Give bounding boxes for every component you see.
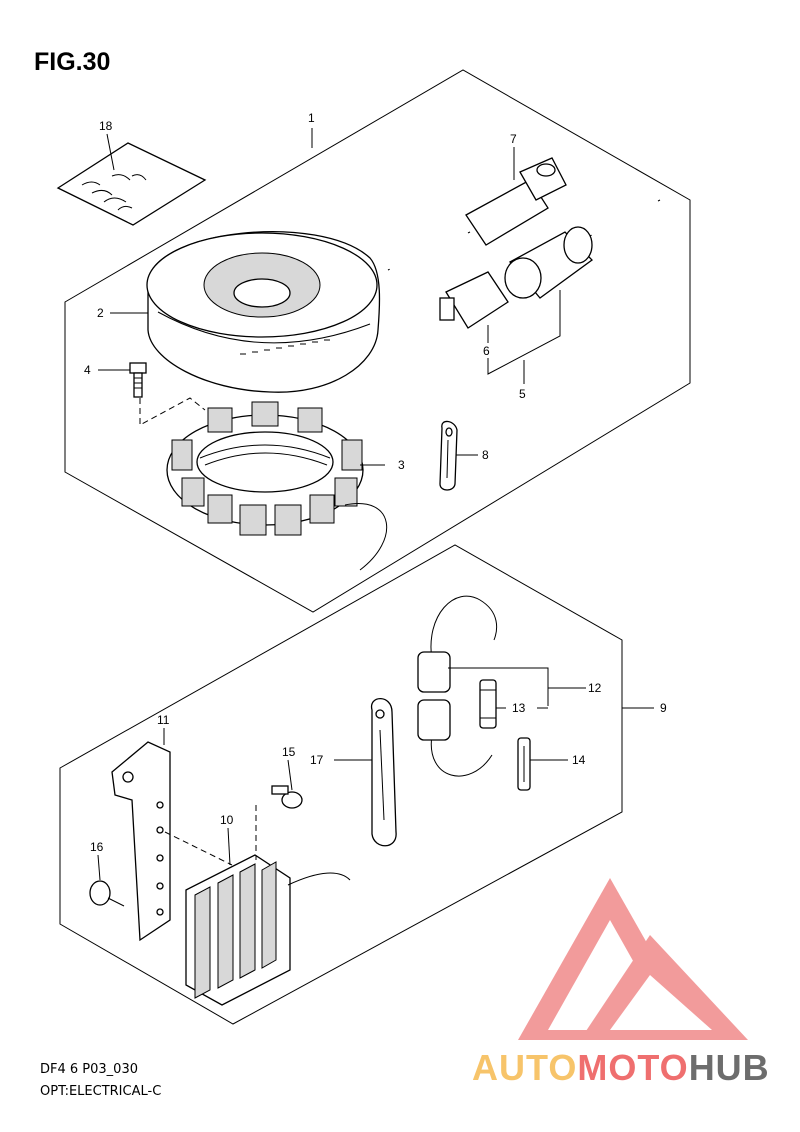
part-15-screw	[271, 785, 303, 809]
label-part-1: 1	[308, 111, 315, 125]
part-10-regulator	[185, 805, 351, 1006]
part-14-fuse-spare	[517, 737, 531, 791]
label-part-15: 15	[282, 745, 296, 759]
part-3-stator	[166, 401, 388, 571]
label-part-3: 3	[398, 458, 405, 472]
label-part-18: 18	[99, 119, 113, 133]
label-part-16: 16	[90, 840, 104, 854]
part-8-clamp	[439, 420, 458, 491]
label-part-8: 8	[482, 448, 489, 462]
label-part-2: 2	[97, 306, 104, 320]
label-part-9: 9	[660, 701, 667, 715]
assembly-frame-upper	[64, 69, 691, 613]
label-part-12: 12	[588, 681, 602, 695]
figure-category: OPT:ELECTRICAL-C	[40, 1084, 162, 1099]
bracket-to-regulator-guide	[164, 831, 233, 866]
part-12-fuse-holder	[417, 595, 498, 777]
brand-text-moto: MOTO	[577, 1047, 689, 1088]
part-13-fuse	[479, 679, 497, 729]
part-4-bolt	[129, 362, 147, 398]
label-part-10: 10	[220, 813, 234, 827]
bolt-to-stator-guide	[139, 397, 206, 426]
part-7-connector	[387, 157, 567, 274]
label-part-13: 13	[512, 701, 526, 715]
label-part-14: 14	[572, 753, 586, 767]
figure-title: FIG.30	[34, 48, 111, 76]
label-part-11: 11	[157, 713, 170, 727]
label-part-17: 17	[310, 753, 324, 767]
part-6-connector-cap	[439, 271, 509, 329]
label-part-5: 5	[519, 387, 526, 401]
part-18-label-sheet	[56, 142, 207, 226]
part-2-flywheel	[146, 231, 381, 393]
part-11-bracket	[111, 741, 171, 942]
brand-text-hub: HUB	[688, 1047, 770, 1088]
part-5-connector-assembly	[504, 197, 661, 299]
leader-lines	[97, 128, 654, 881]
part-labels: 1 18 2 4 3 7 6 5 8 9 12 13 14 11 15 17 1…	[84, 111, 667, 854]
assembly-frame-lower	[59, 544, 623, 1025]
label-part-7: 7	[510, 132, 517, 146]
label-part-4: 4	[84, 363, 91, 377]
watermark-brand: AUTOMOTOHUB	[472, 1047, 770, 1089]
figure-code: DF4 6 P03_030	[40, 1062, 138, 1077]
label-part-6: 6	[483, 344, 490, 358]
part-17-strap	[371, 697, 397, 847]
watermark-logo-icon	[518, 878, 748, 1040]
part-16-stud	[89, 880, 125, 907]
brand-text-auto: AUTO	[472, 1047, 578, 1088]
